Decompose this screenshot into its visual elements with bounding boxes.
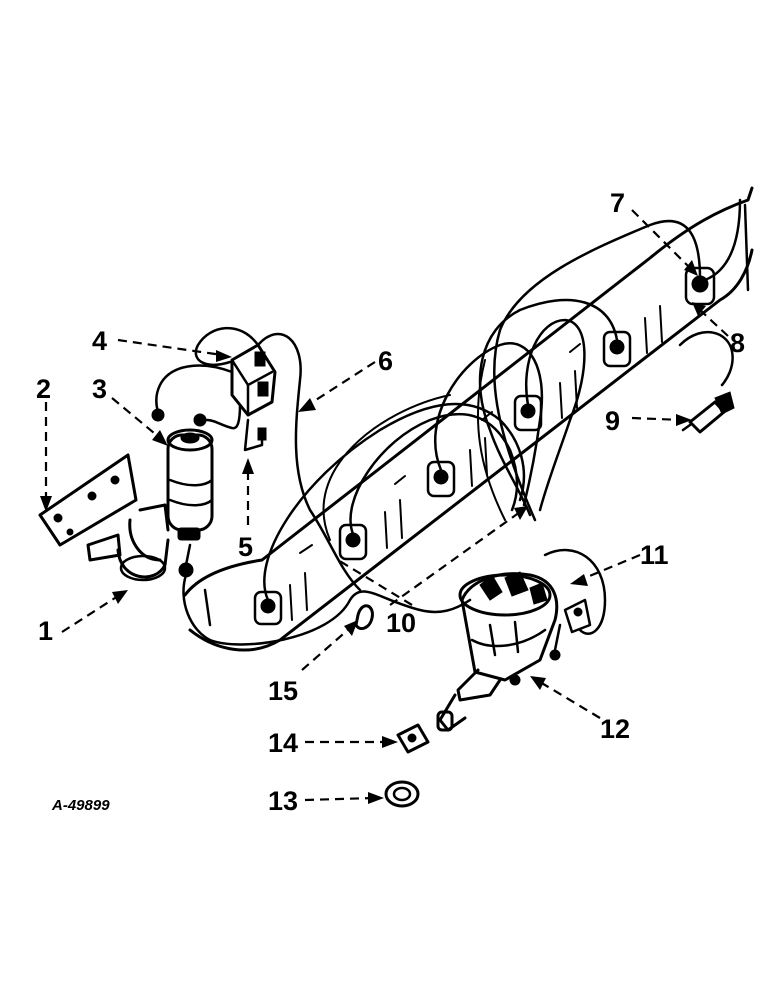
distributor-primary-lead xyxy=(543,548,607,661)
callout-12: 12 xyxy=(600,714,630,744)
leader-lines xyxy=(40,209,729,804)
callout-3: 3 xyxy=(92,374,107,404)
ignition-coil xyxy=(166,428,214,578)
callout-11: 11 xyxy=(640,540,669,570)
callout-15: 15 xyxy=(268,676,298,706)
callout-13: 13 xyxy=(268,786,298,816)
spark-plug-wires xyxy=(263,198,742,602)
coil-clamp xyxy=(86,503,170,582)
lock-plate xyxy=(396,723,430,754)
spark-plug xyxy=(678,330,735,434)
callout-14: 14 xyxy=(268,728,298,758)
reference-code: A-49899 xyxy=(51,797,110,814)
manifold-rail xyxy=(183,186,754,652)
coil-bracket xyxy=(38,453,138,547)
washer xyxy=(384,780,420,808)
wire-clip xyxy=(354,604,374,630)
callout-8: 8 xyxy=(730,328,745,358)
coil-lead-wire xyxy=(182,573,472,646)
callout-9: 9 xyxy=(605,406,620,436)
callout-4: 4 xyxy=(92,326,107,356)
distributor xyxy=(436,571,559,732)
high-tension-wire xyxy=(194,326,362,592)
callout-2: 2 xyxy=(36,374,51,404)
callout-7: 7 xyxy=(610,188,625,218)
callout-1: 1 xyxy=(38,616,53,646)
callout-10: 10 xyxy=(386,608,416,638)
callout-6: 6 xyxy=(378,346,393,376)
jumper-wire xyxy=(243,418,267,452)
ballast-resistor xyxy=(151,343,277,430)
callout-5: 5 xyxy=(238,532,253,562)
